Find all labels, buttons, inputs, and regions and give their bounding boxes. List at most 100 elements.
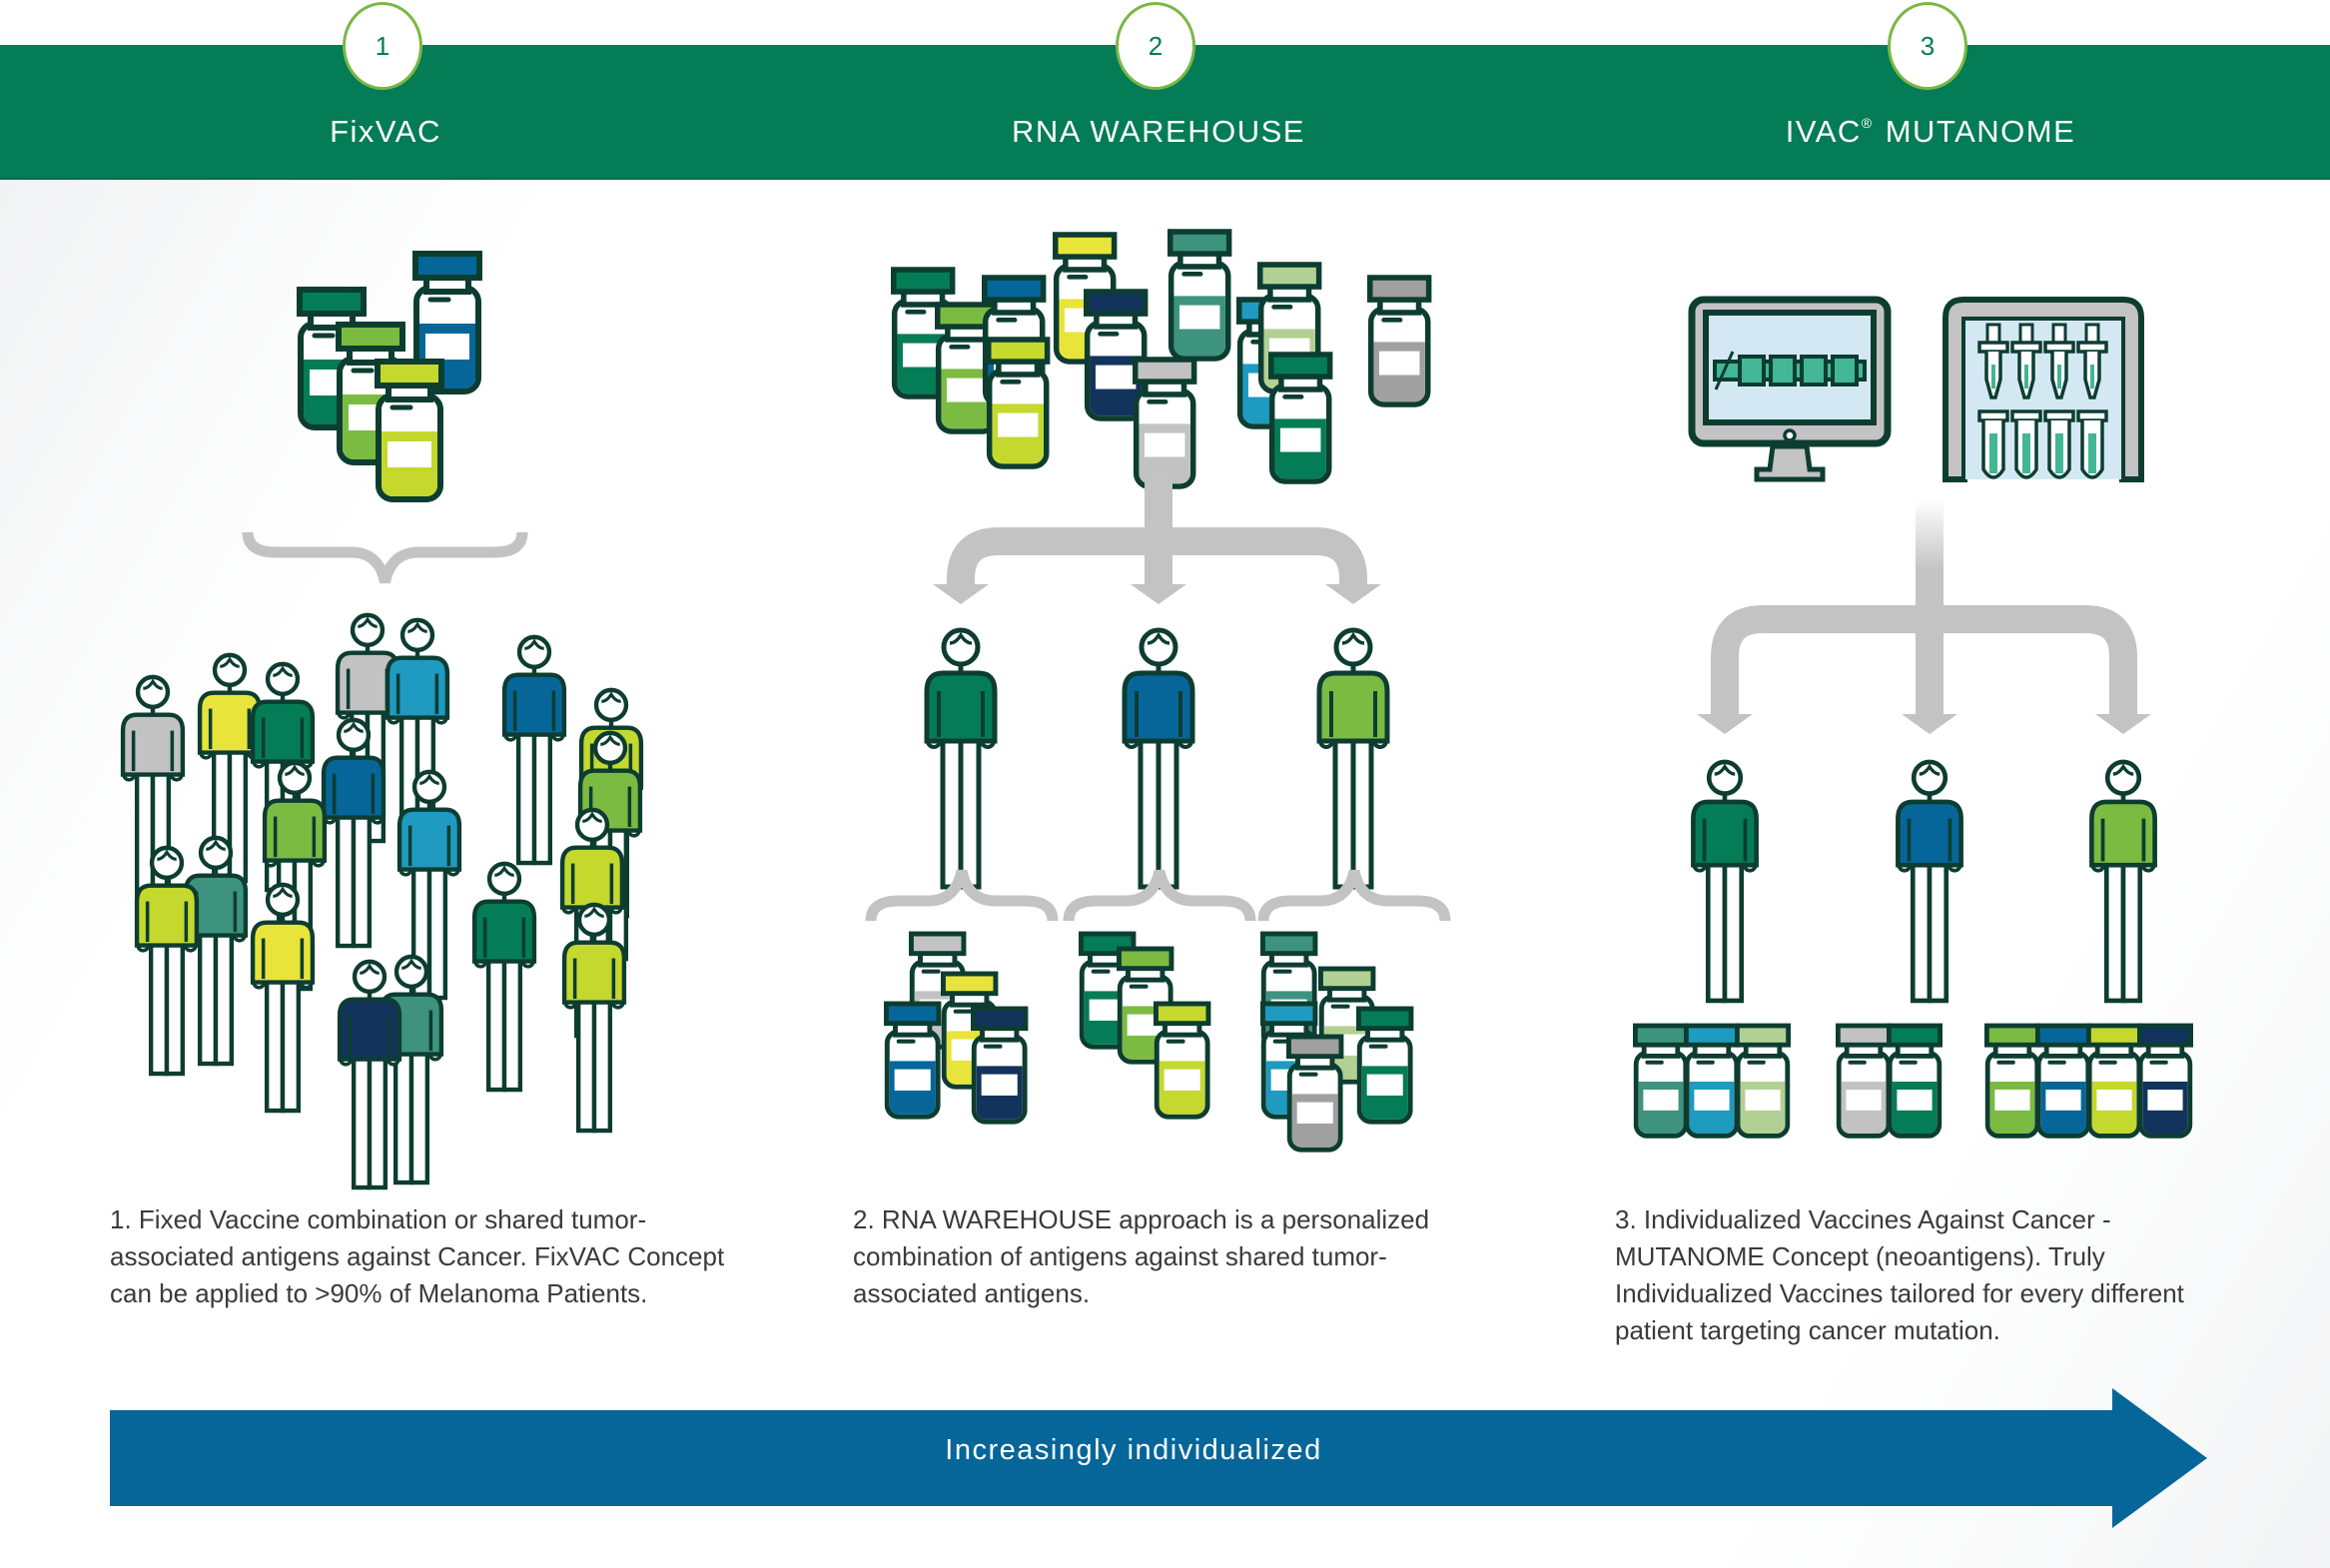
person-hair <box>2112 763 2134 776</box>
person-head <box>277 760 313 795</box>
person-leg <box>164 939 186 1077</box>
vial-label <box>1378 351 1420 376</box>
tube-cap <box>2010 409 2042 422</box>
pipette-top <box>2051 323 2067 345</box>
pipette-top <box>1985 323 2001 345</box>
branch-arrowhead <box>1902 714 1957 734</box>
person-icon <box>379 954 444 1185</box>
vial-label <box>1994 1090 2030 1111</box>
tube-liquid <box>2022 433 2030 473</box>
person-leg <box>426 863 448 1001</box>
vial-label <box>1178 305 1220 330</box>
vial-cap <box>336 322 405 352</box>
vial-cap <box>2035 1023 2092 1048</box>
vial-icon <box>1133 357 1197 489</box>
person-leg <box>408 1048 430 1185</box>
vial-label <box>902 343 944 368</box>
person-leg <box>134 768 156 906</box>
vial-label <box>1366 1074 1403 1096</box>
step-title: RNA WAREHOUSE <box>1012 114 1305 149</box>
chain-cut <box>1714 351 1735 391</box>
vial-cap <box>1268 352 1333 380</box>
description-fixvac: 1. Fixed Vaccine combination or shared t… <box>110 1204 725 1308</box>
person-icon <box>924 627 998 890</box>
person-leg <box>264 976 286 1114</box>
person-shirt <box>1691 799 1759 868</box>
branch-arrow <box>1697 499 2151 734</box>
vial-icon <box>2035 1023 2092 1139</box>
person-shirt <box>385 655 450 720</box>
person-shirt <box>337 997 402 1062</box>
vial-icon <box>1154 1001 1211 1120</box>
person-hair <box>273 886 293 898</box>
vial-label <box>2096 1090 2132 1111</box>
person-shirt <box>2089 799 2157 868</box>
person-leg <box>515 728 537 866</box>
vial-cap <box>986 337 1051 365</box>
person-leg <box>1156 734 1179 890</box>
person-head <box>486 861 522 896</box>
person-hair <box>419 773 439 785</box>
person-head <box>399 617 435 652</box>
person-leg <box>335 811 357 949</box>
vial-cap <box>1154 1001 1211 1027</box>
person-hair <box>157 849 177 861</box>
vial-label <box>946 378 988 402</box>
person-icon <box>183 835 249 1067</box>
person-leg <box>351 811 373 949</box>
vial-icon <box>1356 1006 1414 1125</box>
step-title-prefix: IVAC <box>1785 114 1862 149</box>
vial-icon <box>971 1006 1029 1125</box>
person-leg <box>227 746 249 884</box>
person-leg <box>591 996 613 1134</box>
person-leg <box>148 939 170 1077</box>
vial-icon <box>1167 229 1232 362</box>
person-leg <box>367 1053 388 1190</box>
vial-label <box>1897 1090 1933 1111</box>
person-icon <box>1316 627 1390 890</box>
person-shirt <box>1896 799 1963 868</box>
person-hair <box>401 958 421 970</box>
vial-icon <box>1268 352 1333 484</box>
tube-liquid <box>2055 433 2063 473</box>
person-leg <box>197 929 219 1067</box>
person-shirt <box>924 670 998 744</box>
branch-arrow <box>933 477 1381 604</box>
step-ivac-mutanome: 3 IVAC® MUTANOME <box>1731 0 2130 178</box>
person-hair <box>584 906 604 918</box>
person-leg <box>485 955 507 1093</box>
person-shirt <box>561 940 627 1005</box>
person-shirt <box>396 807 462 872</box>
vial-cap <box>1167 229 1232 257</box>
vial-icon <box>1984 1023 2041 1139</box>
person-icon <box>501 634 567 866</box>
vial-icon <box>1887 1023 1943 1139</box>
illustrations <box>120 229 2194 1190</box>
tube-cap <box>2076 409 2108 422</box>
tube-cap <box>1977 409 2009 422</box>
person-icon <box>2089 759 2157 1004</box>
person-head <box>1139 627 1178 667</box>
vial-cap <box>909 931 967 957</box>
person-leg <box>940 734 964 890</box>
pipette-collar <box>2010 341 2042 354</box>
vial-label <box>388 441 431 467</box>
step-rna-warehouse: 2 RNA WAREHOUSE <box>959 0 1358 178</box>
vial-label <box>1279 427 1321 452</box>
registered-mark: ® <box>1861 115 1874 131</box>
vial-cap <box>1286 1034 1344 1060</box>
brace-connector <box>1063 869 1256 922</box>
chain-segment <box>1769 355 1797 387</box>
vial-icon <box>884 1001 942 1120</box>
vial-cap <box>971 1006 1029 1032</box>
person-head <box>574 807 610 842</box>
vial-icon <box>2086 1023 2143 1139</box>
person-leg <box>1705 859 1728 1004</box>
person-leg <box>213 929 235 1067</box>
person-head <box>941 627 981 667</box>
vial-label <box>894 1069 931 1091</box>
person-shirt <box>501 672 567 737</box>
vial-icon <box>1735 1023 1792 1139</box>
description-mutanome: 3. Individualized Vaccines Against Cance… <box>1615 1204 2184 1345</box>
vial-label <box>2147 1090 2183 1111</box>
